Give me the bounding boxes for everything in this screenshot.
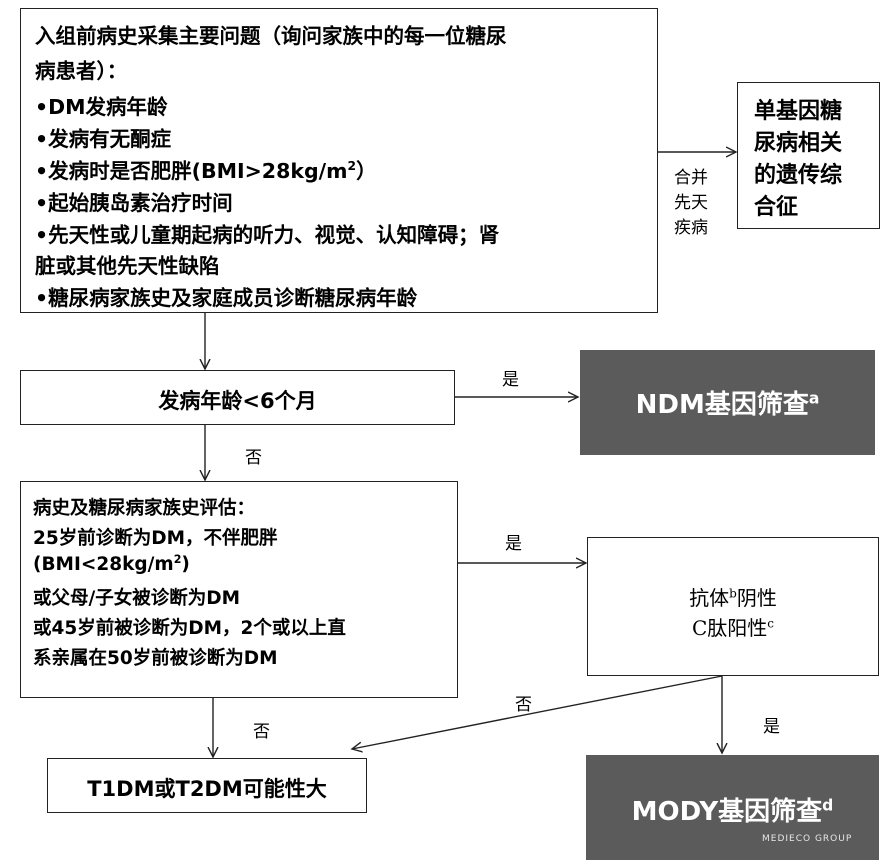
history-line6: 系亲属在50岁前被诊断为DM	[33, 648, 278, 669]
box1-item-obesity: •发病时是否肥胖(BMI>28kg/m2）	[35, 154, 377, 184]
history-line4: 或父母/子女被诊断为DM	[33, 588, 241, 609]
box1-item-congenital-line1: •先天性或儿童期起病的听力、视觉、认知障碍；肾	[35, 223, 500, 247]
antibody-line: 抗体b阴性	[588, 582, 878, 611]
label-yes-onset: 是	[502, 370, 519, 390]
label-congenital-line3: 疾病	[674, 218, 708, 238]
ndm-screening-label: NDM基因筛查	[635, 390, 809, 420]
syndrome-line3: 的遗传综	[754, 163, 843, 188]
syndrome-line4: 合征	[754, 195, 799, 220]
box1-heading-line2: 病患者）：	[35, 59, 128, 83]
mody-screening-text: MODY基因筛查d	[586, 791, 879, 828]
monogenic-syndrome-box: 单基因糖 尿病相关 的遗传综 合征	[737, 82, 880, 229]
ndm-superscript: a	[808, 389, 820, 408]
box1-item-obesity-close: ）	[356, 159, 377, 183]
t1dm-t2dm-text: T1DM或T2DM可能性大	[87, 777, 327, 801]
cpeptide-superscript: c	[767, 616, 775, 631]
box1-item-obesity-text: •发病时是否肥胖(BMI>28kg/m	[35, 159, 348, 183]
box1-bmi-superscript: 2	[347, 159, 357, 174]
syndrome-line1: 单基因糖	[754, 99, 843, 124]
history-line2: 25岁前诊断为DM，不伴肥胖	[33, 528, 278, 549]
history-bmi-text: (BMI<28kg/m	[33, 554, 174, 575]
box1-heading-line1: 入组前病史采集主要问题（询问家族中的每一位糖尿	[35, 24, 507, 48]
box1-item-onset-age: •DM发病年龄	[35, 95, 168, 119]
ndm-screening-text: NDM基因筛查a	[580, 384, 875, 421]
cpeptide-line: C肽阳性c	[588, 612, 878, 641]
antibody-superscript: b	[729, 586, 737, 601]
box1-item-congenital-line2: 脏或其他先天性缺陷	[35, 254, 220, 278]
label-congenital-line1: 合并	[674, 168, 708, 188]
history-bmi-close: )	[181, 554, 190, 575]
syndrome-line2: 尿病相关	[754, 131, 843, 156]
antibody-negative-text: 阴性	[736, 586, 777, 610]
mody-screening-label: MODY基因筛查	[631, 797, 823, 827]
arrow-antibody-to-t1t2	[352, 675, 723, 749]
history-questions-box: 入组前病史采集主要问题（询问家族中的每一位糖尿 病患者）： •DM发病年龄 •发…	[20, 8, 658, 313]
history-line1: 病史及糖尿病家族史评估：	[33, 498, 256, 519]
antibody-text: 抗体	[689, 586, 730, 610]
label-no-antibody: 否	[515, 695, 532, 715]
onset-age-box: 发病年龄<6个月	[20, 370, 455, 425]
label-yes-history: 是	[505, 534, 522, 554]
label-yes-antibody: 是	[763, 717, 780, 737]
history-line5: 或45岁前被诊断为DM，2个或以上直	[33, 618, 346, 639]
label-no-onset: 否	[245, 448, 262, 468]
history-line3: (BMI<28kg/m2)	[33, 554, 190, 575]
history-bmi-superscript: 2	[173, 552, 182, 566]
history-evaluation-box: 病史及糖尿病家族史评估： 25岁前诊断为DM，不伴肥胖 (BMI<28kg/m2…	[20, 481, 458, 698]
t1dm-t2dm-box: T1DM或T2DM可能性大	[47, 758, 367, 813]
box1-item-insulin-start: •起始胰岛素治疗时间	[35, 191, 233, 215]
label-no-history: 否	[253, 722, 270, 742]
cpeptide-text: C肽阳性	[691, 616, 768, 640]
ndm-screening-box: NDM基因筛查a	[580, 350, 875, 455]
box1-item-family-history: •糖尿病家族史及家庭成员诊断糖尿病年龄	[35, 286, 418, 310]
mody-screening-box: MODY基因筛查d MEDIECO GROUP	[586, 755, 879, 860]
onset-age-text: 发病年龄<6个月	[158, 389, 317, 413]
label-congenital-line2: 先天	[674, 193, 708, 213]
antibody-cpeptide-box: 抗体b阴性 C肽阳性c	[587, 537, 879, 676]
box1-item-ketosis: •发病有无酮症	[35, 127, 172, 151]
mody-superscript: d	[822, 796, 834, 815]
watermark-text: MEDIECO GROUP	[762, 834, 853, 844]
